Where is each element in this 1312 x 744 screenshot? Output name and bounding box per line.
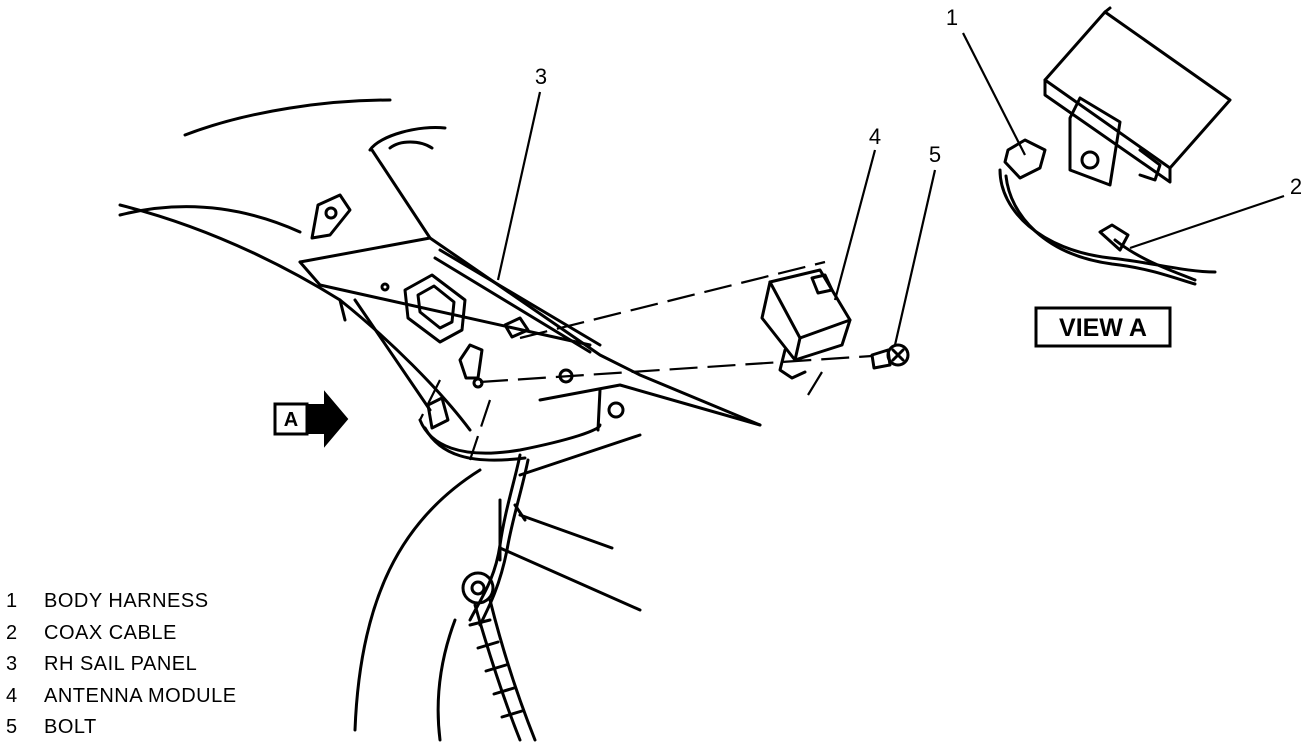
- bolt: [870, 343, 910, 370]
- panel-fasteners: [310, 193, 625, 419]
- legend-number: 4: [6, 684, 18, 707]
- parts-legend: 1 BODY HARNESS 2 COAX CABLE 3 RH SAIL PANEL…: [6, 586, 237, 744]
- legend-number: 1: [6, 590, 18, 612]
- legend-label: ANTENNA MODULE: [44, 684, 237, 707]
- view-a-label-box: [1034, 306, 1172, 348]
- legend-item: 1 BODY HARNESS: [6, 586, 237, 618]
- legend-number: 5: [6, 716, 18, 739]
- legend-label: BOLT: [44, 716, 97, 739]
- legend-item: 5 BOLT: [6, 712, 237, 744]
- view-arrow-letter: A: [284, 409, 298, 431]
- legend-label: RH SAIL PANEL: [44, 653, 198, 676]
- callout-3: 3: [535, 64, 547, 89]
- view-direction-arrow: A: [273, 390, 349, 448]
- legend-item: 4 ANTENNA MODULE: [6, 681, 237, 713]
- legend-label: COAX CABLE: [44, 621, 177, 644]
- view-a-inset: [998, 6, 1232, 286]
- sail-panel-access-hole: [403, 273, 467, 344]
- callout-4: 4: [869, 124, 881, 149]
- callout-2: 2: [1290, 174, 1302, 199]
- callout-5: 5: [929, 142, 941, 167]
- legend-label: BODY HARNESS: [44, 590, 209, 612]
- assembly-alignment-lines: [419, 260, 873, 461]
- antenna-module: [760, 268, 852, 380]
- legend-item: 3 RH SAIL PANEL: [6, 649, 237, 681]
- legend-number: 3: [6, 653, 18, 676]
- legend-number: 2: [6, 621, 18, 644]
- view-a-label: VIEW A: [1059, 314, 1147, 342]
- rh-sail-panel: [118, 125, 762, 432]
- legend-item: 2 COAX CABLE: [6, 618, 237, 650]
- body-harness-wiring: [418, 396, 602, 742]
- lower-body-structure: [353, 433, 642, 742]
- callout-1: 1: [946, 5, 958, 30]
- callout-leaders: [496, 32, 1285, 346]
